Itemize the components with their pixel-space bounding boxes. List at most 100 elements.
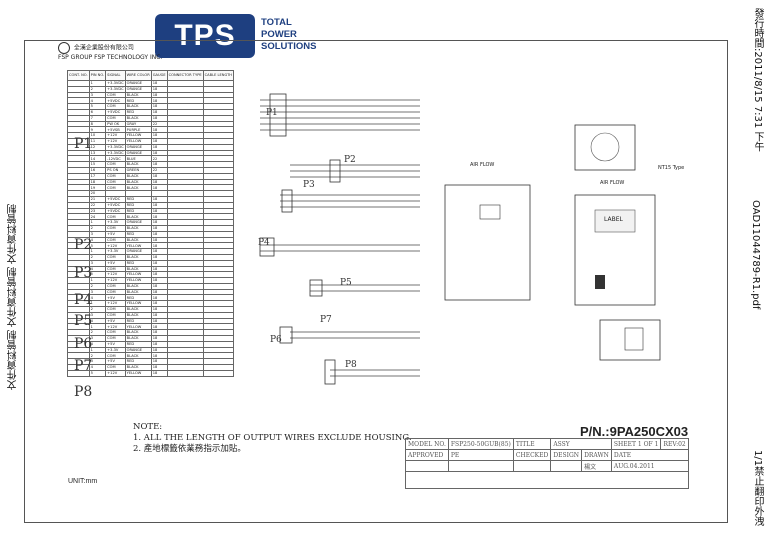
ac-inlet-icon [624, 327, 644, 351]
table-cell [202, 172, 235, 180]
table-cell: RED [124, 195, 152, 203]
table-cell: COM [105, 172, 126, 180]
nt-type-label: NT15 Type [658, 165, 685, 171]
table-cell [202, 207, 235, 215]
drawing-label-p4: P4 [258, 238, 270, 248]
table-cell [67, 207, 90, 215]
table-cell: ORANGE [124, 149, 152, 157]
table-cell [202, 143, 235, 151]
table-cell [67, 132, 90, 139]
tps-logo-mark: TPS [155, 14, 255, 58]
drawing-label-p7: P7 [320, 315, 332, 325]
table-cell: +3.3VDC [105, 143, 126, 151]
fsp-logo-icon [58, 42, 70, 54]
table-cell [67, 184, 90, 192]
model-no-value: FSP250-50GUB(85) [447, 438, 514, 450]
table-cell: YELLOW [124, 137, 152, 145]
table-cell [202, 248, 235, 255]
table-cell [202, 201, 235, 209]
table-cell: +5V [105, 230, 126, 238]
tps-logo-line1: TOTAL [261, 17, 292, 28]
notes-title: NOTE: [133, 422, 163, 432]
table-cell: GREEN [124, 166, 152, 174]
table-cell: +3.3VDC [105, 149, 126, 157]
table-label-p7: P7 [74, 358, 93, 374]
sheet-value: SHEET 1 OF 1 [610, 438, 662, 450]
table-row: 20 [67, 190, 235, 197]
air-flow-label-1: AIR FLOW [470, 162, 495, 168]
p1-connector [269, 93, 287, 137]
notes-block: NOTE: 1. ALL THE LENGTH OF OUTPUT WIRES … [133, 422, 412, 455]
table-cell: COM [105, 184, 126, 192]
table-cell [67, 201, 90, 209]
table-cell: +5VDC [105, 207, 126, 215]
table-cell [202, 219, 235, 226]
header-cont-no: CONT. NO. [67, 70, 90, 81]
table-cell: COM [105, 178, 126, 186]
table-cell [67, 248, 90, 255]
table-cell: COM [105, 213, 126, 221]
pin-assignment-table: CONT. NO. PIN NO. SIGNAL WIRE COLOR GAUG… [67, 70, 235, 377]
table-cell: +12V [105, 137, 126, 145]
table-cell [124, 190, 152, 197]
date-value: AUG.04.2011 [610, 460, 689, 472]
table-cell: +12V [105, 242, 126, 250]
table-cell: RED [124, 207, 152, 215]
header-signal: SIGNAL [105, 70, 126, 81]
tps-logo-line3: SOLUTIONS [261, 41, 317, 52]
table-cell [202, 149, 235, 157]
table-cell: BLUE [124, 155, 152, 163]
checked-sign [512, 460, 552, 472]
table-cell: BLACK [124, 184, 152, 192]
table-cell [67, 230, 90, 238]
table-cell [67, 149, 90, 157]
notes-line2: 2. 產地標籤依業務指示加貼。 [133, 444, 246, 454]
table-cell: BLACK [124, 172, 152, 180]
fsp-company-en: FSP TECHNOLOGY INC. [94, 54, 163, 61]
checked-label: CHECKED [512, 449, 552, 461]
table-cell: +5VDC [105, 201, 126, 209]
p2-wire-bundle [290, 164, 420, 178]
unit-label: UNIT:mm [68, 478, 98, 485]
table-cell [166, 369, 204, 377]
pe-sign [447, 460, 514, 472]
table-cell [67, 166, 90, 174]
p3-wire-bundle [280, 194, 420, 208]
table-cell [67, 236, 90, 244]
p8-connector [324, 359, 336, 385]
header-pin-no: PIN NO. [88, 70, 107, 81]
table-label-p1: P1 [74, 136, 93, 152]
table-cell: +5VDC [105, 195, 126, 203]
table-cell: ORANGE [124, 248, 152, 255]
label-marker: LABEL [604, 216, 623, 223]
table-cell [67, 143, 90, 151]
design-label: DESIGN [550, 449, 583, 461]
table-cell: -12VDC [105, 155, 126, 163]
air-flow-label-2: AIR FLOW [600, 180, 625, 186]
drawing-sheet [24, 40, 728, 523]
table-label-p6: P6 [74, 336, 93, 352]
design-sign [550, 460, 583, 472]
psu-side-view [444, 184, 531, 301]
table-cell [67, 190, 90, 197]
left-margin-watermark: 文件資料管制 文件資料管制 文件資料管制 [8, 203, 19, 390]
table-cell [202, 166, 235, 174]
table-cell: 18 [150, 369, 168, 377]
fsp-header: 全漢企業股份有限公司 FSP GROUP FSP TECHNOLOGY INC. [58, 42, 162, 61]
header-gauge: GAUGE [150, 70, 168, 81]
table-cell [67, 178, 90, 186]
table-cell: YELLOW [124, 242, 152, 250]
table-cell: +3.3VDC [105, 85, 126, 93]
drawing-label-p6: P6 [270, 335, 282, 345]
model-no-label: MODEL NO. [405, 438, 449, 450]
